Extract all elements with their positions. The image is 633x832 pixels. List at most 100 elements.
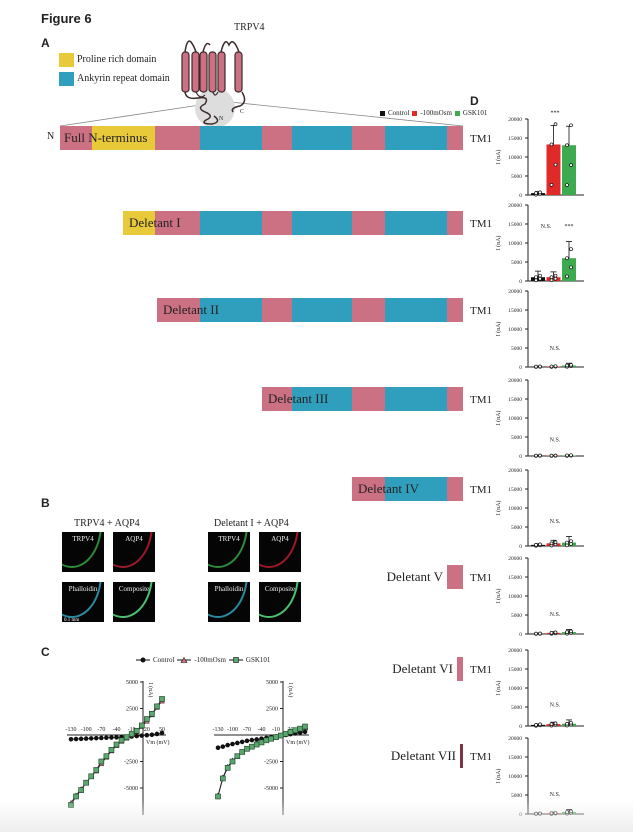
data-point bbox=[549, 142, 554, 147]
micrograph-tile: Phalloidin bbox=[62, 582, 104, 622]
data-point bbox=[234, 753, 241, 760]
y-tick-label: 10000 bbox=[508, 327, 522, 333]
construct-bar bbox=[157, 298, 463, 322]
data-point bbox=[99, 735, 104, 741]
data-point bbox=[569, 629, 573, 634]
y-tick-label: 10000 bbox=[508, 155, 522, 161]
ankyrin-segment bbox=[200, 298, 262, 322]
data-point bbox=[103, 753, 110, 760]
y-axis-label: I (nA) bbox=[495, 769, 502, 784]
data-point bbox=[104, 735, 109, 741]
data-point bbox=[538, 722, 542, 727]
y-tick-label: -2500 bbox=[124, 760, 138, 766]
data-point bbox=[249, 737, 255, 743]
data-point bbox=[565, 363, 569, 368]
data-point bbox=[154, 731, 160, 737]
y-tick-label: 20000 bbox=[508, 289, 522, 295]
y-tick-label: -2500 bbox=[264, 760, 278, 766]
data-point bbox=[538, 190, 542, 195]
data-point bbox=[553, 453, 558, 458]
y-axis-label: I (nA) bbox=[495, 322, 502, 337]
tile-label: Composite bbox=[118, 585, 150, 593]
data-point bbox=[263, 737, 270, 744]
construct-label: Deletant III bbox=[268, 391, 329, 406]
data-point bbox=[138, 722, 145, 729]
legend-control: Control bbox=[388, 109, 410, 117]
linker-segment bbox=[447, 126, 463, 150]
figure-title: Figure 6 bbox=[41, 11, 92, 26]
ankyrin-segment bbox=[292, 211, 352, 235]
data-point bbox=[565, 274, 569, 279]
construct-label: Deletant VI bbox=[392, 661, 453, 676]
ankyrin-legend-label: Ankyrin repeat domain bbox=[77, 73, 170, 84]
y-tick-label: 0 bbox=[519, 544, 522, 550]
ankyrin-legend-swatch bbox=[59, 72, 74, 86]
data-point bbox=[549, 183, 554, 187]
data-point bbox=[302, 729, 308, 735]
tm1-label: TM1 bbox=[470, 305, 492, 317]
tm1-label: TM1 bbox=[470, 394, 492, 406]
osm-marker-icon bbox=[177, 657, 192, 663]
data-point bbox=[230, 741, 235, 747]
data-point bbox=[254, 737, 259, 742]
data-point bbox=[229, 758, 236, 765]
data-point bbox=[93, 735, 99, 741]
data-point bbox=[224, 765, 231, 771]
y-tick-label: 10000 bbox=[508, 416, 522, 422]
micrograph-tile: TRPV4 bbox=[62, 532, 104, 572]
y-tick-label: 5000 bbox=[511, 705, 522, 711]
tile-label: Phalloidin bbox=[68, 585, 98, 593]
data-point bbox=[553, 364, 558, 369]
micrograph-tile: Composite bbox=[259, 582, 301, 622]
panel-label-b: B bbox=[41, 496, 50, 510]
bar--100mOsm bbox=[546, 632, 561, 634]
x-axis-label: Vm (mV) bbox=[286, 739, 310, 746]
linker-segment bbox=[60, 126, 92, 150]
tile-label: Composite bbox=[264, 585, 296, 593]
significance-label: N.S. bbox=[550, 519, 561, 525]
data-point bbox=[149, 732, 155, 738]
data-point bbox=[569, 453, 573, 458]
data-point bbox=[258, 739, 265, 746]
data-point bbox=[534, 631, 538, 636]
scale-bar: 0.1 mm bbox=[64, 618, 80, 624]
data-point bbox=[569, 720, 573, 725]
data-point bbox=[534, 275, 538, 280]
bar-GSK101 bbox=[562, 542, 576, 546]
x-tick-label: -40 bbox=[113, 727, 121, 733]
tm1-label: TM1 bbox=[470, 751, 492, 763]
bar--100mOsm bbox=[546, 366, 561, 367]
data-point bbox=[282, 731, 289, 737]
gsk-marker-icon bbox=[228, 657, 243, 663]
x-tick-label: -130 bbox=[213, 727, 224, 733]
significance-label: N.S. bbox=[541, 224, 552, 230]
data-point bbox=[249, 743, 255, 750]
data-point bbox=[113, 741, 120, 748]
data-point bbox=[549, 631, 554, 635]
data-point bbox=[534, 453, 538, 458]
y-tick-label: 20000 bbox=[508, 736, 522, 742]
data-point bbox=[553, 122, 558, 127]
tm1-label: TM1 bbox=[470, 133, 492, 145]
data-point bbox=[569, 163, 573, 167]
data-point bbox=[549, 722, 554, 726]
data-point bbox=[549, 278, 554, 283]
data-point bbox=[134, 733, 140, 739]
x-tick-label: -10 bbox=[128, 727, 136, 733]
data-point bbox=[128, 731, 135, 737]
micrograph-tile: AQP4 bbox=[113, 532, 155, 572]
iv-legend-control: Control bbox=[153, 656, 175, 664]
data-point bbox=[534, 191, 538, 195]
data-point bbox=[538, 631, 542, 636]
data-point bbox=[244, 745, 250, 752]
significance-label: N.S. bbox=[550, 346, 561, 352]
y-tick-label: 5000 bbox=[511, 260, 522, 266]
y-tick-label: 0 bbox=[519, 279, 522, 285]
data-point bbox=[553, 276, 558, 281]
trpv4-title: TRPV4 bbox=[234, 22, 265, 33]
y-tick-label: 15000 bbox=[508, 575, 522, 581]
linker-segment bbox=[447, 565, 463, 589]
data-point bbox=[534, 723, 538, 727]
construct-bar bbox=[447, 565, 463, 589]
iv-legend-gsk: GSK101 bbox=[245, 656, 271, 664]
